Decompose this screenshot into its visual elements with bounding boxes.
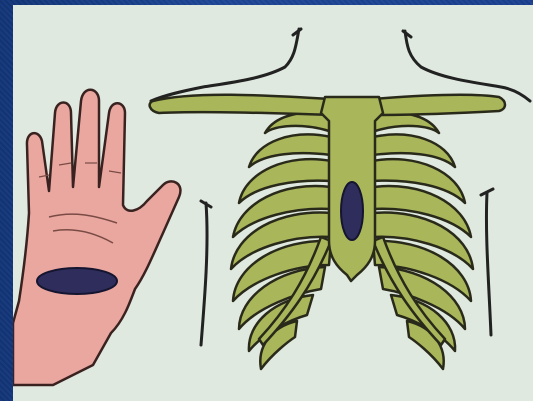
- sternum: [321, 97, 383, 281]
- arm-right-line: [486, 193, 491, 335]
- neck-left-line: [151, 29, 299, 101]
- arm-left-line: [201, 203, 207, 345]
- sternum-marker: [341, 182, 363, 240]
- neck-right-line: [405, 31, 530, 101]
- illustration-panel: [13, 5, 533, 401]
- palm-marker: [37, 268, 117, 294]
- clavicle-right: [371, 95, 505, 115]
- anatomy-diagram: [13, 5, 533, 401]
- hand-outline: [13, 90, 180, 385]
- hand: [13, 90, 180, 385]
- clavicle-left: [150, 95, 333, 115]
